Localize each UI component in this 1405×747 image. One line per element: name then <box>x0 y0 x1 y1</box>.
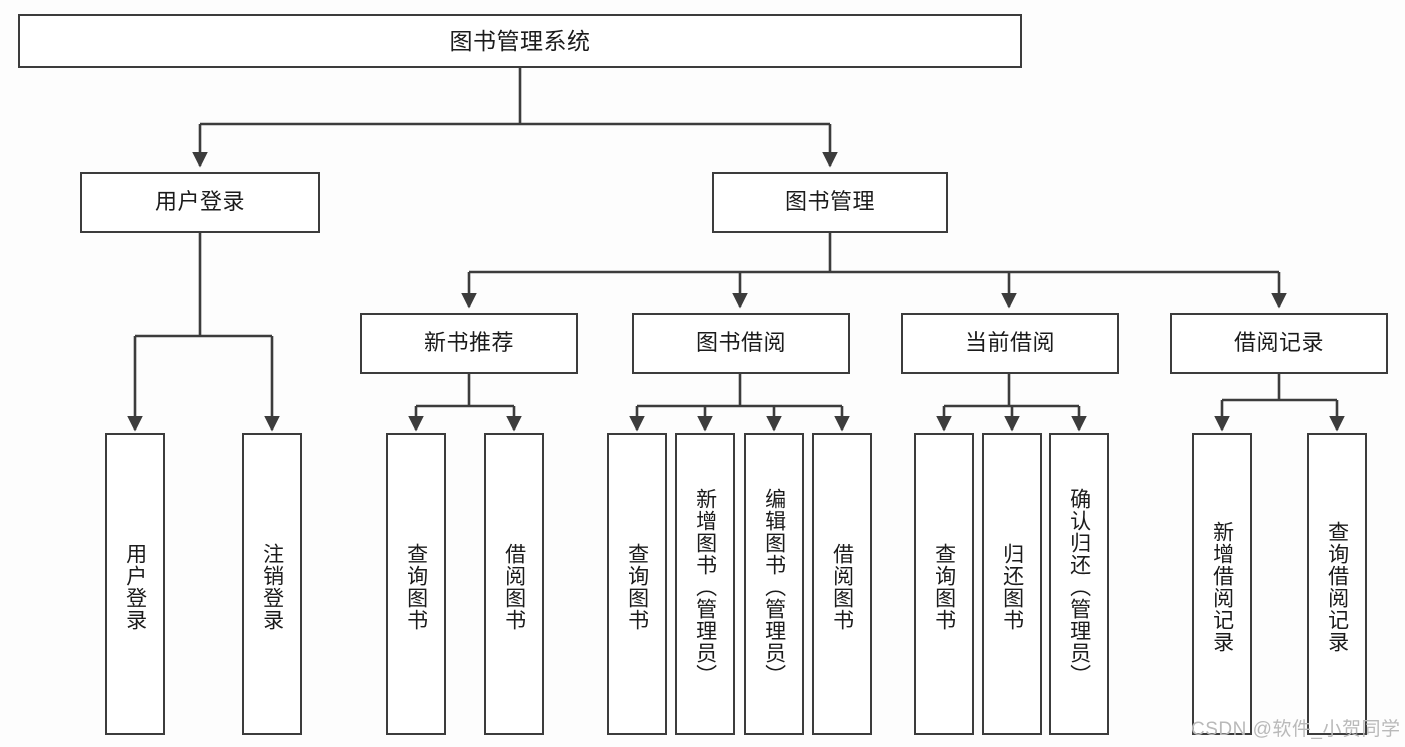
node-label: 图书管理 <box>784 189 875 215</box>
csdn-watermark: CSDN @软件_小贺同学 <box>1191 719 1401 740</box>
node-leaf-borrow-query-book[interactable]: 查询图书 <box>607 433 667 735</box>
node-category-borrow-record[interactable]: 借阅记录 <box>1170 313 1388 374</box>
node-leaf-record-query-borrow-record[interactable]: 查询借阅记录 <box>1307 433 1367 735</box>
node-label: 查询图书 <box>404 543 428 631</box>
node-leaf-recommend-query-book[interactable]: 查询图书 <box>386 433 446 735</box>
node-leaf-user-login[interactable]: 用户登录 <box>105 433 165 735</box>
node-leaf-current-query-book[interactable]: 查询图书 <box>914 433 974 735</box>
node-leaf-current-confirm-return-admin[interactable]: 确认归还（管理员） <box>1049 433 1109 735</box>
node-label: 归还图书 <box>1000 543 1024 631</box>
node-label: 确认归还（管理员） <box>1067 488 1091 686</box>
node-label: 借阅图书 <box>830 543 854 631</box>
node-leaf-borrow-add-book-admin[interactable]: 新增图书（管理员） <box>675 433 735 735</box>
node-label: 用户登录 <box>154 189 245 215</box>
node-label: 查询借阅记录 <box>1325 521 1349 653</box>
node-label: 注销登录 <box>260 543 284 631</box>
node-label: 当前借阅 <box>964 330 1055 356</box>
node-branch-book-management[interactable]: 图书管理 <box>712 172 948 233</box>
node-category-book-borrow[interactable]: 图书借阅 <box>632 313 850 374</box>
node-leaf-current-return-book[interactable]: 归还图书 <box>982 433 1042 735</box>
node-leaf-borrow-borrow-book[interactable]: 借阅图书 <box>812 433 872 735</box>
node-label: 查询图书 <box>932 543 956 631</box>
node-label: 新增图书（管理员） <box>693 488 717 686</box>
node-label: 借阅记录 <box>1233 330 1324 356</box>
node-leaf-logout[interactable]: 注销登录 <box>242 433 302 735</box>
node-leaf-record-add-borrow-record[interactable]: 新增借阅记录 <box>1192 433 1252 735</box>
node-branch-user-login[interactable]: 用户登录 <box>80 172 320 233</box>
node-category-current-borrow[interactable]: 当前借阅 <box>901 313 1119 374</box>
node-root-book-management-system[interactable]: 图书管理系统 <box>18 14 1022 68</box>
node-label: 用户登录 <box>123 543 147 631</box>
node-category-new-book-recommend[interactable]: 新书推荐 <box>360 313 578 374</box>
node-label: 图书管理系统 <box>449 27 591 54</box>
node-label: 查询图书 <box>625 543 649 631</box>
node-leaf-borrow-edit-book-admin[interactable]: 编辑图书（管理员） <box>744 433 804 735</box>
node-leaf-recommend-borrow-book[interactable]: 借阅图书 <box>484 433 544 735</box>
node-label: 编辑图书（管理员） <box>762 488 786 686</box>
node-label: 新书推荐 <box>423 330 514 356</box>
node-label: 新增借阅记录 <box>1210 521 1234 653</box>
node-label: 借阅图书 <box>502 543 526 631</box>
node-label: 图书借阅 <box>695 330 786 356</box>
